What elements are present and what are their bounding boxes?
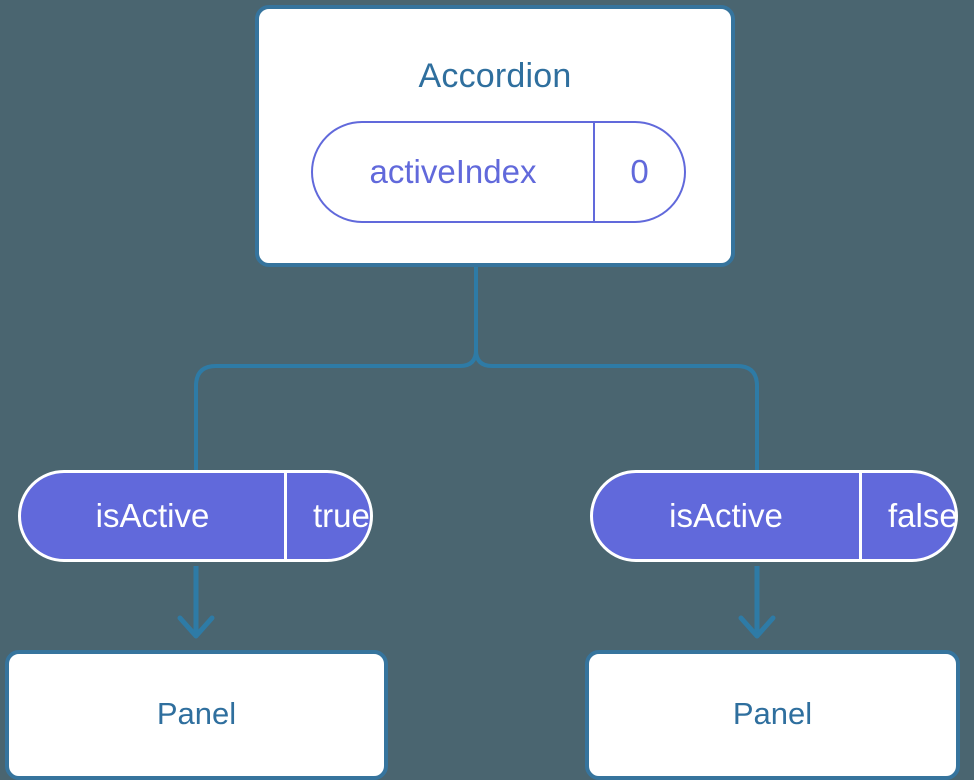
node-panel-right: Panel	[585, 650, 960, 780]
prop-badge-activeindex: activeIndex 0	[311, 121, 686, 223]
prop-badge-isactive-false-key: isActive	[593, 473, 862, 559]
node-panel-left: Panel	[5, 650, 388, 780]
prop-badge-isactive-true: isActive true	[18, 470, 373, 562]
branch-connector-left	[194, 349, 478, 470]
prop-badge-activeindex-key: activeIndex	[313, 123, 595, 221]
node-accordion-title: Accordion	[418, 57, 572, 95]
prop-badge-isactive-false: isActive false	[590, 470, 958, 562]
node-panel-left-title: Panel	[156, 696, 237, 731]
prop-badge-isactive-true-key: isActive	[21, 473, 287, 559]
prop-badge-activeindex-value: 0	[630, 153, 649, 190]
node-accordion: Accordion activeIndex 0	[255, 5, 735, 267]
arrow-right-head	[738, 615, 776, 639]
node-panel-right-title: Panel	[732, 696, 813, 731]
prop-badge-isactive-false-value: false	[888, 497, 958, 534]
prop-badge-isactive-true-value: true	[313, 497, 370, 534]
branch-connector-right	[474, 349, 759, 470]
arrow-left-head	[177, 615, 215, 639]
